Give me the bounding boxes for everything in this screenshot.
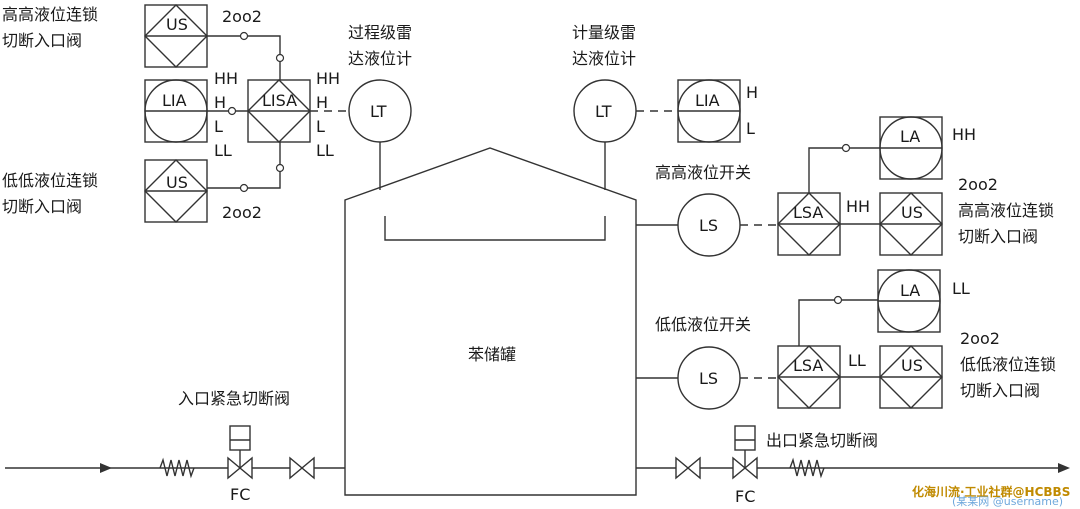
vote-bottom-label: 2oo2 (222, 203, 262, 222)
hh-interlock-top-label: 高高液位连锁 切断入口阀 (2, 5, 98, 50)
svg-text:低低液位连锁: 低低液位连锁 (960, 355, 1056, 374)
lsa-hh-level: HH (846, 197, 870, 216)
outlet-shutdown-valve: FC (732, 425, 758, 506)
lsa-ll-logic-block: LSA (777, 345, 841, 409)
us-top-logic-block: US (144, 4, 208, 68)
inlet-shutdown-valve: FC (227, 425, 253, 504)
ls-ll-switch: LS (677, 346, 741, 410)
svg-text:L: L (746, 119, 755, 138)
svg-text:FC: FC (230, 485, 250, 504)
la-hh-level: HH (952, 125, 976, 144)
la-ll-alarm: LA (877, 269, 941, 333)
svg-text:LA: LA (900, 127, 920, 146)
outlet-valve-label: 出口紧急切断阀 (766, 431, 878, 450)
lia-right-levels: H L (746, 83, 758, 138)
svg-text:LA: LA (900, 281, 920, 300)
lsa-hh-logic-block: LSA (777, 192, 841, 256)
hh-right-interlock-label: 高高液位连锁 切断入口阀 (958, 201, 1054, 246)
svg-text:HH: HH (214, 69, 238, 88)
lsa-ll-level: LL (848, 351, 866, 370)
vote-top-label: 2oo2 (222, 7, 262, 26)
svg-text:高高液位连锁: 高高液位连锁 (958, 201, 1054, 220)
svg-text:US: US (901, 356, 923, 375)
svg-text:LS: LS (699, 216, 718, 235)
lisa-right-levels: HH H L LL (316, 69, 340, 160)
outlet-pipe (636, 457, 1070, 479)
us-ll-logic-block: US (879, 345, 943, 409)
svg-text:L: L (316, 117, 325, 136)
svg-text:达液位计: 达液位计 (572, 49, 636, 68)
svg-text:低低液位连锁: 低低液位连锁 (2, 171, 98, 190)
benzene-tank: 苯储罐 (344, 147, 637, 496)
metering-radar-label: 计量级雷 达液位计 (572, 23, 636, 68)
outlet-manual-valve (675, 456, 701, 480)
ll-right-interlock-label: 低低液位连锁 切断入口阀 (960, 355, 1056, 400)
svg-text:LIA: LIA (162, 91, 187, 110)
svg-text:切断入口阀: 切断入口阀 (958, 227, 1038, 246)
svg-text:H: H (746, 83, 758, 102)
ll-right-vote: 2oo2 (960, 329, 1000, 348)
la-ll-level: LL (952, 279, 970, 298)
svg-text:计量级雷: 计量级雷 (572, 23, 636, 42)
svg-text:LL: LL (214, 141, 232, 160)
lisa-logic-block: LISA (247, 79, 311, 143)
svg-text:LL: LL (316, 141, 334, 160)
svg-text:L: L (214, 117, 223, 136)
svg-text:高高液位连锁: 高高液位连锁 (2, 5, 98, 24)
svg-text:LS: LS (699, 369, 718, 388)
svg-text:US: US (901, 203, 923, 222)
ls-hh-switch: LS (677, 193, 741, 257)
svg-text:LISA: LISA (262, 91, 297, 110)
process-radar-label: 过程级雷 达液位计 (348, 23, 412, 68)
svg-text:HH: HH (316, 69, 340, 88)
inlet-pipe (5, 457, 345, 479)
lia-left-indicator: LIA (144, 79, 208, 143)
svg-text:(某某网 @username): (某某网 @username) (952, 495, 1063, 508)
hh-switch-label: 高高液位开关 (655, 163, 751, 182)
svg-text:切断入口阀: 切断入口阀 (2, 197, 82, 216)
svg-text:切断入口阀: 切断入口阀 (2, 31, 82, 50)
watermark: 化海川流·工业社群@HCBBS (某某网 @username) (912, 484, 1070, 508)
svg-text:LSA: LSA (793, 356, 823, 375)
la-hh-alarm: LA (879, 116, 943, 180)
us-hh-logic-block: US (879, 192, 943, 256)
svg-text:FC: FC (735, 487, 755, 506)
ll-switch-label: 低低液位开关 (655, 315, 751, 334)
lt-process-transmitter: LT (348, 79, 412, 143)
svg-text:LIA: LIA (695, 91, 720, 110)
svg-text:达液位计: 达液位计 (348, 49, 412, 68)
lia-right-indicator: LIA (677, 79, 741, 143)
svg-text:LSA: LSA (793, 203, 823, 222)
lia-left-levels: HH H L LL (214, 69, 238, 160)
svg-text:US: US (166, 15, 188, 34)
svg-text:过程级雷: 过程级雷 (348, 23, 412, 42)
us-bottom-logic-block: US (144, 159, 208, 223)
svg-text:化海川流·工业社群@HCBBS: 化海川流·工业社群@HCBBS (912, 484, 1070, 499)
svg-text:切断入口阀: 切断入口阀 (960, 381, 1040, 400)
svg-text:H: H (214, 93, 226, 112)
svg-text:LT: LT (370, 102, 387, 121)
hh-right-vote: 2oo2 (958, 175, 998, 194)
ll-interlock-top-label: 低低液位连锁 切断入口阀 (2, 171, 98, 216)
svg-text:H: H (316, 93, 328, 112)
lt-metering-transmitter: LT (573, 79, 637, 143)
svg-text:LT: LT (595, 102, 612, 121)
svg-text:US: US (166, 173, 188, 192)
inlet-valve-label: 入口紧急切断阀 (178, 389, 290, 408)
svg-text:苯储罐: 苯储罐 (468, 345, 516, 364)
inlet-manual-valve (289, 456, 315, 480)
